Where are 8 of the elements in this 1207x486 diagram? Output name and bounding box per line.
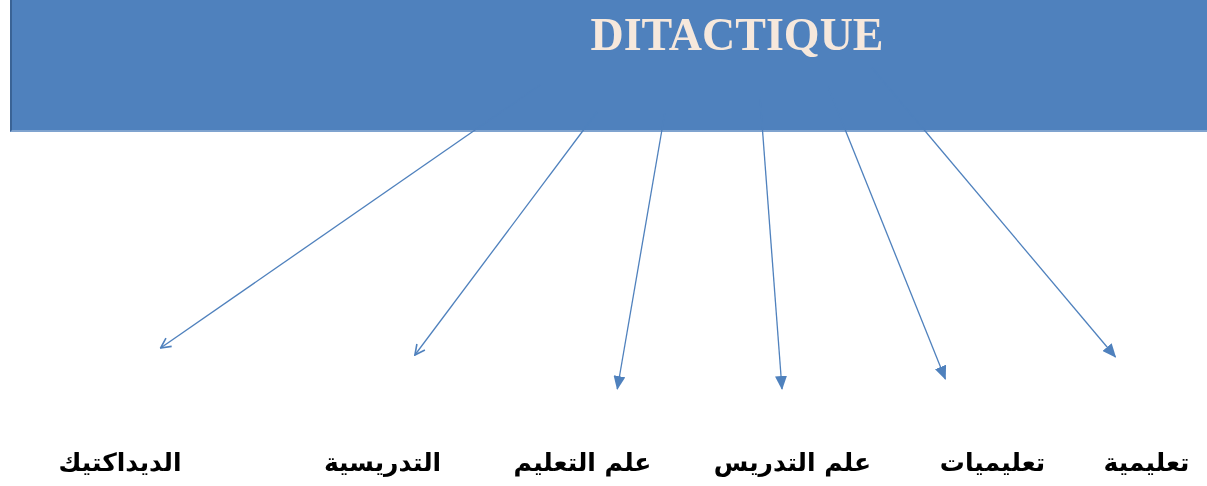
arabic-term: علم التدريس <box>713 447 872 479</box>
arabic-term: علم التعليم <box>513 447 652 479</box>
arabic-term: تعليمية <box>1103 447 1190 479</box>
title-text: DITACTIQUE <box>589 8 885 62</box>
arabic-term: تعليميات <box>939 447 1046 479</box>
header-band <box>10 0 1207 132</box>
arabic-term: الديداكتيك <box>58 447 182 479</box>
arabic-term: التدريسية <box>323 447 442 479</box>
